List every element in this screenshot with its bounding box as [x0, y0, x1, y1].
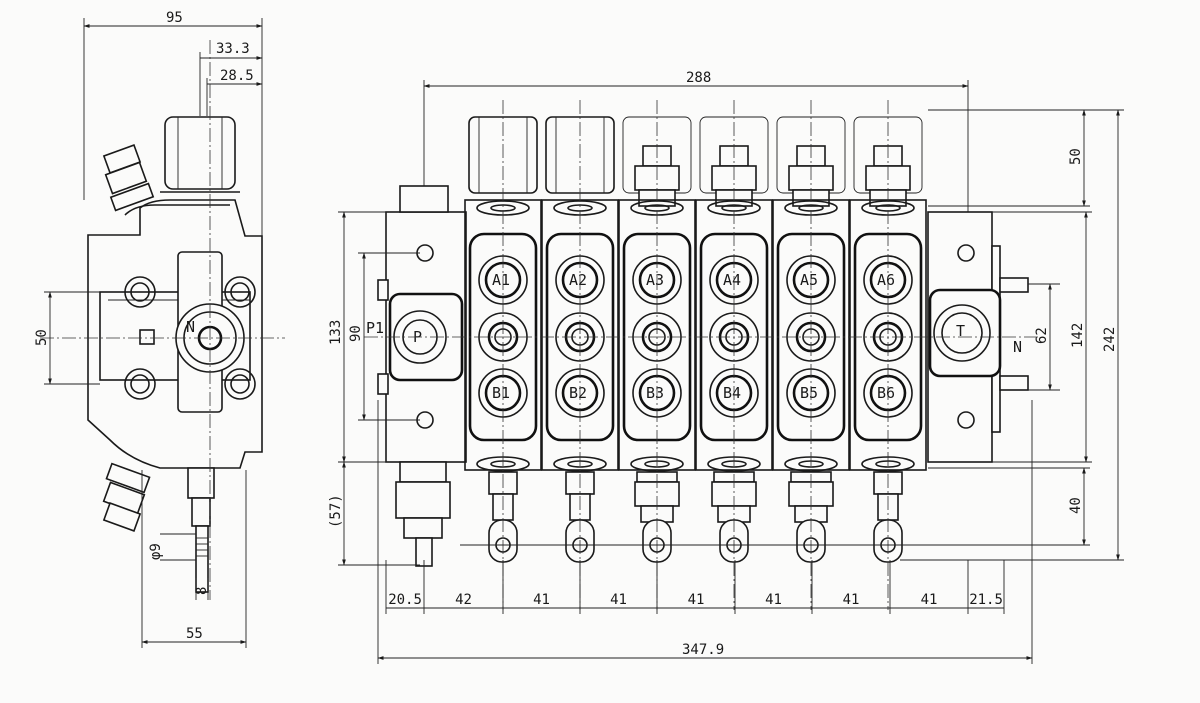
port-label-b: B3 — [646, 384, 664, 402]
port-label-a: A3 — [646, 271, 664, 289]
bottom-dim-label: 41 — [610, 592, 627, 608]
dim-height-50: 50 — [1068, 148, 1084, 165]
port-label-a: A2 — [569, 271, 587, 289]
bottom-dim-label: 42 — [455, 592, 472, 608]
dim-side-50: 50 — [34, 329, 50, 346]
dim-height-142: 142 — [1070, 323, 1086, 348]
side-view: 95 33.3 28.5 N — [34, 10, 285, 648]
dim-side-33: 33.3 — [216, 41, 250, 57]
port-label-b: B4 — [723, 384, 741, 402]
outlet-n-label: N — [1013, 338, 1022, 356]
outlet-port-label: T — [956, 322, 965, 340]
side-label-n: N — [186, 318, 195, 336]
port-label-b: B5 — [800, 384, 818, 402]
dim-height-40: 40 — [1068, 497, 1084, 514]
port-label-a: A1 — [492, 271, 510, 289]
dim-height-133: 133 — [328, 320, 344, 345]
bottom-dim-label: 21.5 — [969, 592, 1003, 608]
dim-height-90: 90 — [348, 325, 364, 342]
dim-overall-bottom: 347.9 — [682, 642, 724, 658]
port-label-a: A5 — [800, 271, 818, 289]
dim-height-57: (57) — [328, 494, 344, 528]
bottom-dim-label: 41 — [688, 592, 705, 608]
bottom-dim-label: 20.5 — [388, 592, 422, 608]
bottom-dim-label: 41 — [533, 592, 550, 608]
dim-overall-top: 288 — [686, 70, 711, 86]
dim-side-pin: 8 — [194, 587, 210, 595]
port-label-b: B1 — [492, 384, 510, 402]
dim-side-28: 28.5 — [220, 68, 254, 84]
bottom-dimension-chain: 20.5 42 41 41 41 41 41 41 21.5 — [385, 560, 1005, 614]
dim-height-62: 62 — [1034, 327, 1050, 344]
port-label-a: A6 — [877, 271, 895, 289]
port-label-a: A4 — [723, 271, 741, 289]
inlet-p1-label: P1 — [366, 319, 384, 337]
bottom-dim-label: 41 — [765, 592, 782, 608]
dim-side-bottom: 55 — [186, 626, 203, 642]
port-label-b: B6 — [877, 384, 895, 402]
bottom-dim-label: 41 — [843, 592, 860, 608]
port-label-b: B2 — [569, 384, 587, 402]
dim-height-242: 242 — [1102, 327, 1118, 352]
dim-side-bore: φ9 — [148, 543, 164, 560]
dim-side-width: 95 — [166, 10, 183, 26]
bottom-dim-label: 41 — [921, 592, 938, 608]
